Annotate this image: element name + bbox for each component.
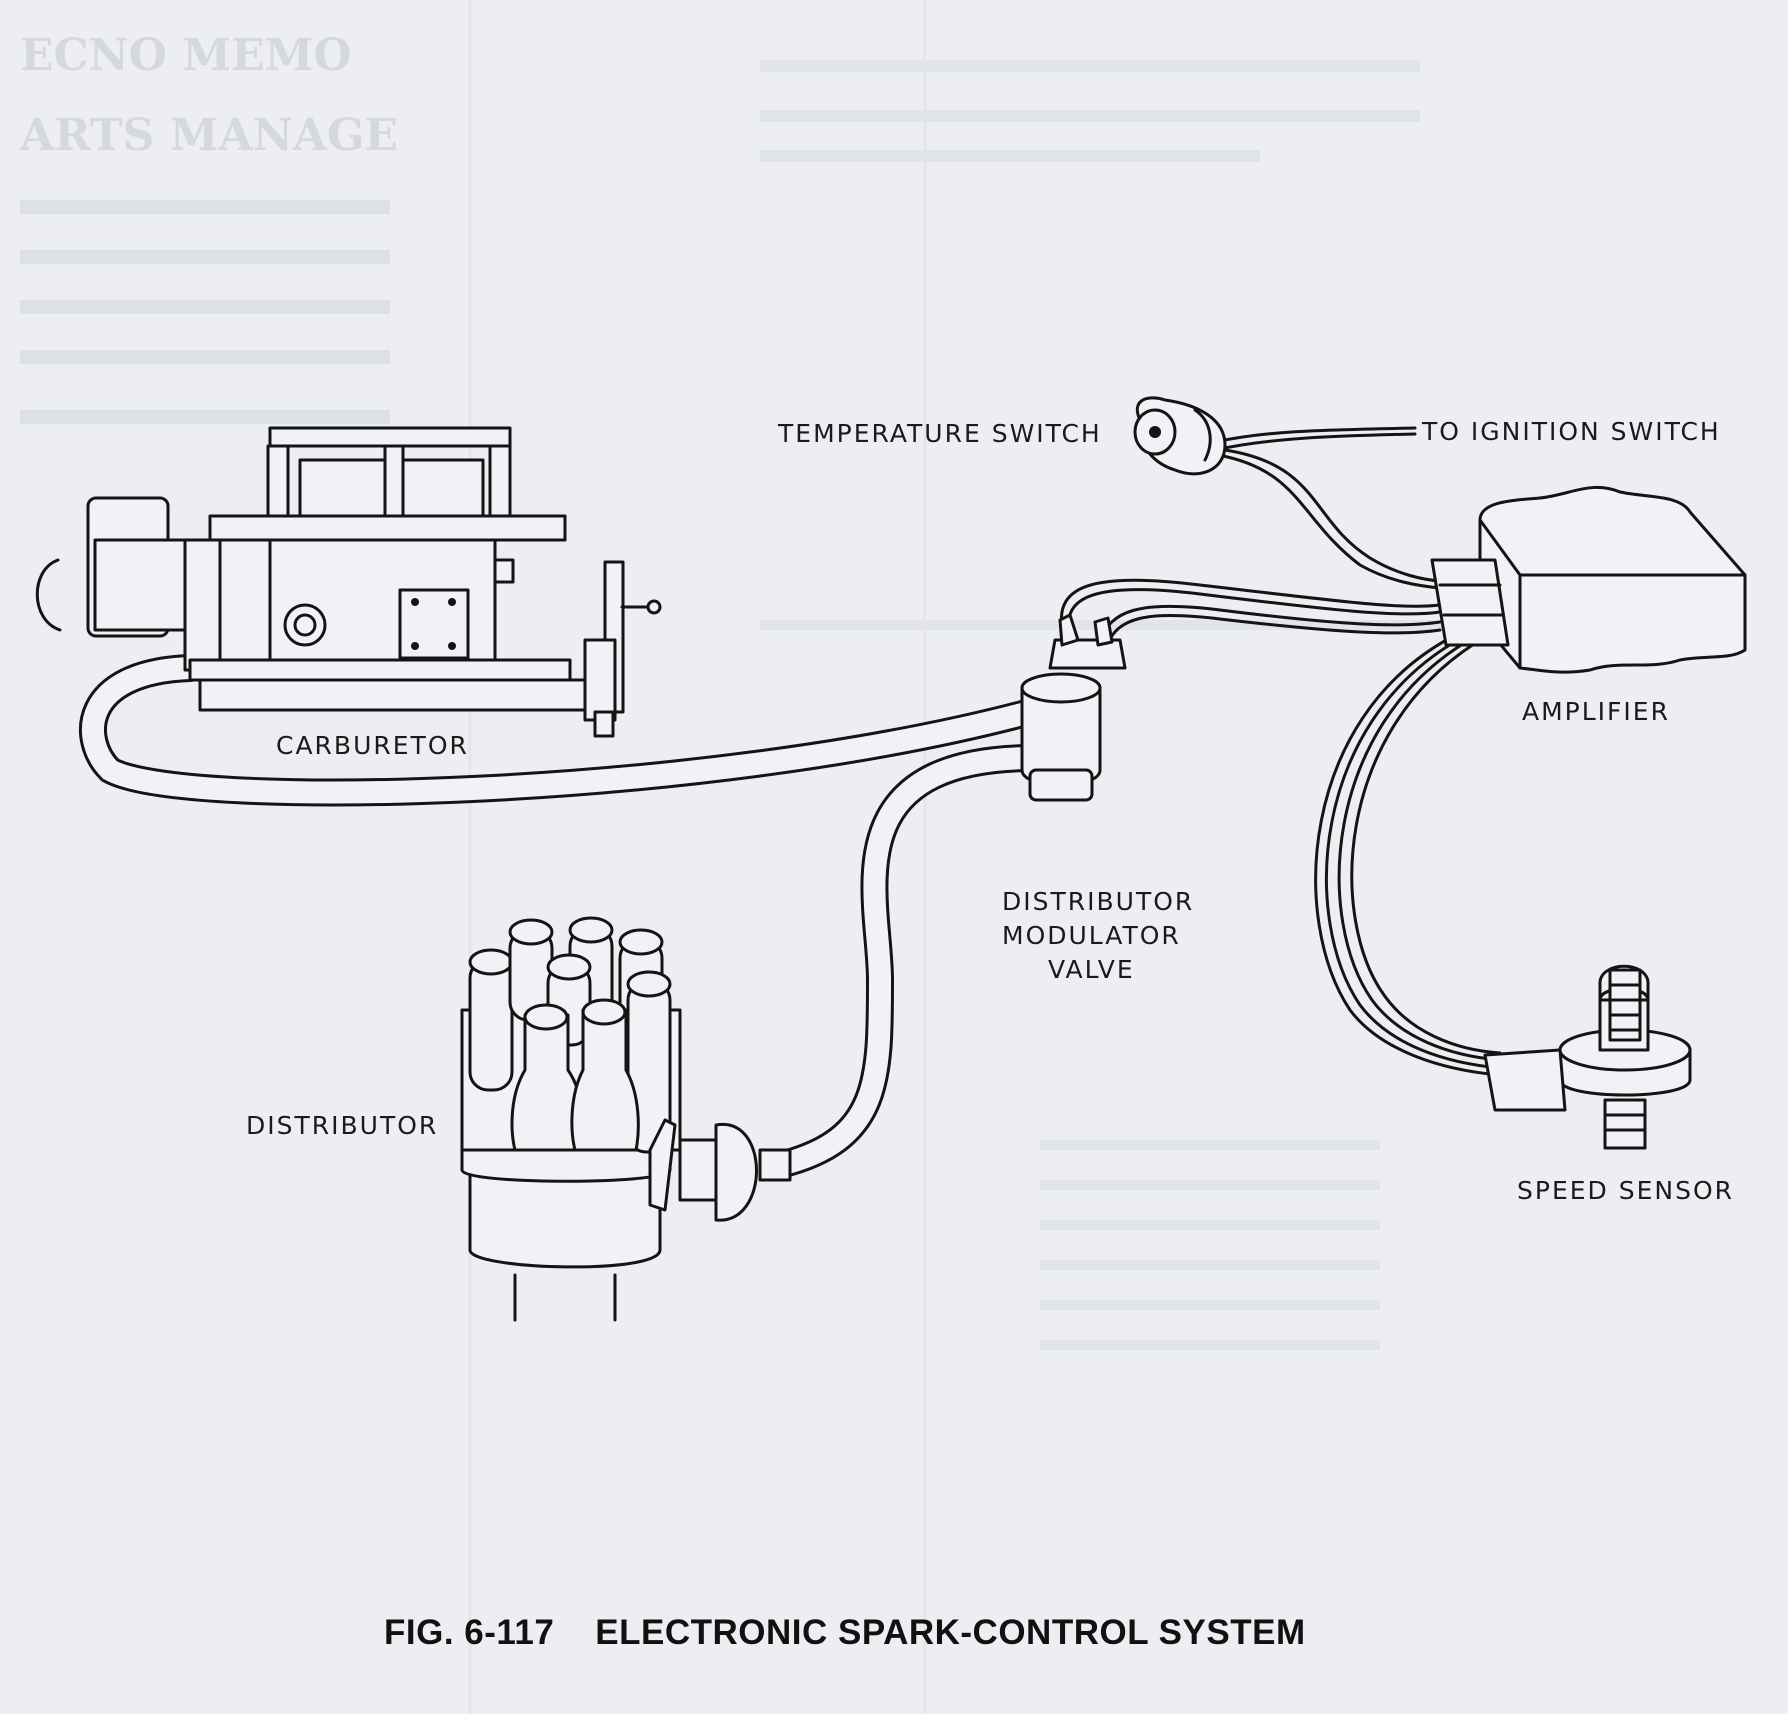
svg-text:ECNO MEMO: ECNO MEMO bbox=[20, 30, 352, 81]
wire-harness bbox=[1060, 426, 1502, 1077]
vacuum-hose-carburetor bbox=[78, 654, 1044, 807]
vacuum-hose-distributor bbox=[766, 744, 1044, 1179]
amplifier-icon bbox=[1430, 485, 1747, 674]
modulator-valve-icon bbox=[1020, 613, 1127, 802]
distributor-icon bbox=[460, 916, 792, 1322]
label-modulator-line3: VALVE bbox=[1048, 955, 1135, 984]
bleed-through-text: ECNO MEMO ARTS MANAGE bbox=[19, 0, 1740, 1714]
label-modulator-line1: DISTRIBUTOR bbox=[1002, 887, 1194, 916]
label-distributor: DISTRIBUTOR bbox=[246, 1111, 438, 1140]
label-temperature-switch: TEMPERATURE SWITCH bbox=[777, 419, 1102, 448]
figure-caption: FIG. 6-117 ELECTRONIC SPARK-CONTROL SYST… bbox=[384, 1613, 1306, 1652]
svg-text:ARTS MANAGE: ARTS MANAGE bbox=[19, 110, 398, 161]
label-speed-sensor: SPEED SENSOR bbox=[1517, 1176, 1734, 1205]
label-modulator-line2: MODULATOR bbox=[1002, 921, 1181, 950]
carburetor-icon bbox=[35, 426, 662, 738]
temperature-switch-icon bbox=[1133, 396, 1227, 476]
speed-sensor-icon bbox=[1483, 964, 1692, 1150]
label-carburetor: CARBURETOR bbox=[276, 731, 469, 760]
label-to-ignition-switch: TO IGNITION SWITCH bbox=[1421, 417, 1721, 446]
label-amplifier: AMPLIFIER bbox=[1522, 697, 1670, 726]
